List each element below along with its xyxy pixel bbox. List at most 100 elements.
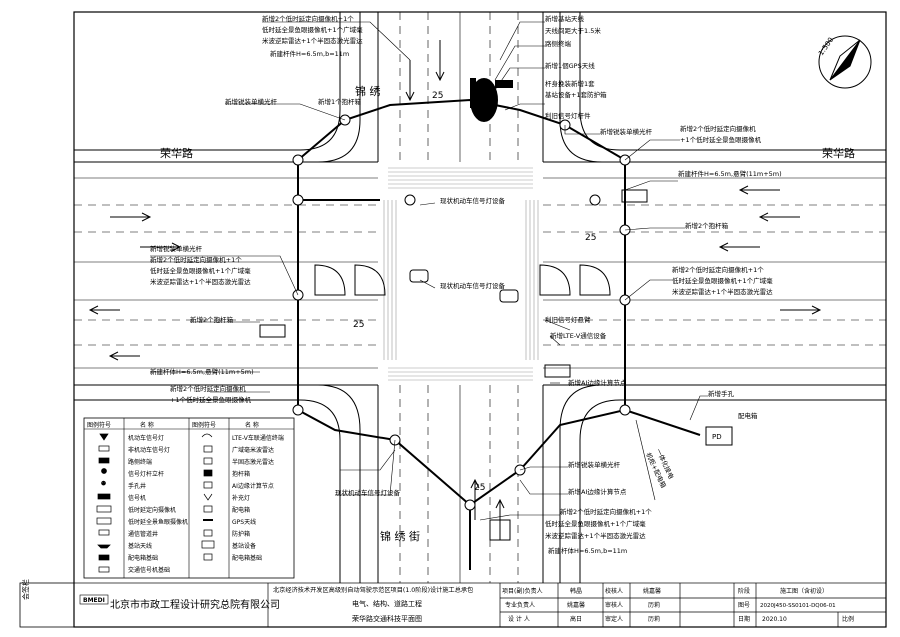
drawing-date: 2020.10 xyxy=(762,616,787,623)
legend-right-8: 防护箱 xyxy=(232,530,250,538)
callout-e-6: 新增2个低时延定向摄像机+1个 xyxy=(672,265,764,274)
check-role-0: 校核人 xyxy=(605,587,623,595)
legend-left-7: 低时延全景鱼眼摄像机 xyxy=(128,518,188,526)
callout-se-3: 新增AI边缘计算节点 xyxy=(568,378,627,387)
legend-header-symbol-1: 图例符号 xyxy=(87,421,111,429)
right-label-2: 日期 xyxy=(738,615,750,623)
road-name-south: 锦 绣 街 xyxy=(380,529,420,543)
drawing-number: 2020J450-SS0101-DQ06-01 xyxy=(760,603,836,609)
callout-e-5: 新增2个抱杆箱 xyxy=(685,221,729,230)
callout-center-2: 现状机动车信号灯设备 xyxy=(440,281,506,290)
role-name-2: 高日 xyxy=(570,615,582,623)
legend-right-10: 配电箱基础 xyxy=(232,554,262,562)
north-south-road xyxy=(377,12,544,583)
traffic-islands xyxy=(314,264,611,303)
legend-left-3: 信号灯杆立杆 xyxy=(128,470,164,478)
legend-right-2: 半固态激光雷达 xyxy=(232,458,274,466)
callout-n-6: 基站设备+1套防护箱 xyxy=(545,90,607,99)
callout-ne-2: 低时延全景鱼眼摄像机+1个广域毫 xyxy=(262,25,363,34)
callout-e-3: +1个低时延全景鱼眼摄像机 xyxy=(680,135,762,144)
callout-center-1: 现状机动车信号灯设备 xyxy=(440,196,506,205)
callout-e-2: 新增2个低时延定向摄像机 xyxy=(680,124,756,133)
project-line-1: 北京经济技术开发区高级别自动驾驶示范区项目(1.0阶段)设计施工总承包 xyxy=(273,586,473,594)
legend-left-5: 信号机 xyxy=(128,494,146,502)
legend-right-3: 抱杆箱 xyxy=(232,470,250,478)
callout-w-2: 新增2个低时延定向摄像机+1个 xyxy=(150,255,242,264)
institute-name: 北京市市政工程设计研究总院有限公司 xyxy=(110,598,280,611)
legend-header-name-1: 名 称 xyxy=(140,421,154,429)
callout-n-1: 新增基站天线 xyxy=(545,14,585,23)
pole-nodes xyxy=(292,114,631,511)
legend-left-1: 非机动车信号灯 xyxy=(128,446,170,454)
callout-e-8: 米波逆踪雷达+1个半固态激光雷达 xyxy=(672,287,773,296)
legend-right-1: 广域毫米波雷达 xyxy=(232,446,274,454)
callout-w-5: 新增2个抱杆箱 xyxy=(190,315,234,324)
legend-right-0: LTE-V车联通信终端 xyxy=(232,434,284,442)
project-line-2: 电气、结构、道路工程 xyxy=(352,599,422,608)
drawing-title: 荣华路交通科技平面图 xyxy=(352,614,422,623)
callout-n-4: 新增1個GPS天线 xyxy=(545,61,595,70)
callout-nw-1: 新增锐装单横光杆 xyxy=(225,97,278,106)
callout-se-2: 新增LTE-V通信设备 xyxy=(550,331,607,340)
legend-left-4: 手孔井 xyxy=(128,482,146,490)
power-cabinet: PD xyxy=(705,426,733,446)
callout-s-2: 现状机动车信号灯设备 xyxy=(335,488,401,497)
callout-s-1: 新增锐装单横光杆 xyxy=(568,460,621,469)
east-west-road xyxy=(74,161,886,386)
callout-w-3: 低时延全景鱼眼摄像机+1个广域毫 xyxy=(150,266,251,275)
callout-n-3: 路侧终端 xyxy=(545,39,572,48)
svg-text:PD: PD xyxy=(712,433,722,441)
callout-s-5: 低时延全景鱼眼摄像机+1个广域毫 xyxy=(545,519,646,528)
check-name-1: 历莉 xyxy=(648,601,660,609)
side-stamp: 会签栏 xyxy=(21,579,30,600)
callout-s-7: 新建杆体H=6.5m,b=11m xyxy=(548,546,627,555)
speed-east: 25 xyxy=(585,233,596,243)
legend-right-4: AI边缘计算节点 xyxy=(232,482,274,490)
speed-west: 25 xyxy=(353,320,364,330)
callout-w-7: 新增2个低时延定向摄像机 xyxy=(170,384,246,393)
road-name-north: 锦 绣 xyxy=(355,84,381,98)
legend-right-7: GPS天线 xyxy=(232,518,256,526)
callout-w-6: 新建杆体H=6.5m,悬臂(11m+5m) xyxy=(150,367,254,376)
role-label-0: 项目(副)负责人 xyxy=(502,587,543,595)
legend-left-0: 机动车信号灯 xyxy=(128,434,164,442)
callout-se-1: 利旧信号灯悬臂 xyxy=(545,315,591,324)
callout-s-4: 新增2个低时延定向摄像机+1个 xyxy=(560,507,652,516)
callout-ne-4: 新建杆件H=6.5m,b=11m xyxy=(270,49,349,58)
role-name-1: 姚嘉馨 xyxy=(567,601,585,609)
cable-network xyxy=(297,98,701,570)
check-role-1: 审核人 xyxy=(605,601,623,609)
speed-north: 25 xyxy=(432,91,443,101)
legend-left-2: 路侧终端 xyxy=(128,458,152,466)
legend-header-name-2: 名 称 xyxy=(245,421,259,429)
north-arrow xyxy=(818,35,872,89)
scale-label: 比例 xyxy=(842,615,854,623)
check-name-0: 姚嘉馨 xyxy=(643,587,661,595)
legend-left-6: 低时延定向摄像机 xyxy=(128,506,176,514)
callout-e-4: 新建杆件H=6.5m,悬臂(11m+5m) xyxy=(678,169,782,178)
legend-left-8: 通信管道井 xyxy=(128,530,158,538)
check-name-2: 历莉 xyxy=(648,615,660,623)
road-name-east: 荣华路 xyxy=(822,146,855,160)
right-label-0: 阶段 xyxy=(738,587,750,595)
callout-se-5: 配电箱 xyxy=(738,411,758,420)
legend-right-6: 配电箱 xyxy=(232,506,250,514)
role-name-0: 韩晶 xyxy=(570,587,582,595)
callout-e-1: 新增锐装单横光杆 xyxy=(600,127,653,136)
legend-left-10: 配电箱基础 xyxy=(128,554,158,562)
north-arrow-scale: 1:500 xyxy=(817,36,835,57)
institute-logo-text: BMEDI xyxy=(83,597,105,604)
institute-logo xyxy=(79,594,109,605)
callout-nw-2: 新增1个抱杆箱 xyxy=(318,97,362,106)
legend-table xyxy=(83,417,295,579)
legend-right-5: 补充灯 xyxy=(232,494,250,502)
signal-heads xyxy=(259,78,648,541)
svg-text:⊕: ⊕ xyxy=(101,480,106,487)
crosswalks xyxy=(383,167,539,381)
legend-symbols: ⊕ xyxy=(96,433,215,573)
callout-s-3: 新增AI边缘计算节点 xyxy=(568,487,627,496)
stage-value: 施工图（含初设） xyxy=(780,587,828,595)
role-label-1: 专业负责人 xyxy=(505,601,535,609)
road-name-west: 荣华路 xyxy=(160,146,193,160)
